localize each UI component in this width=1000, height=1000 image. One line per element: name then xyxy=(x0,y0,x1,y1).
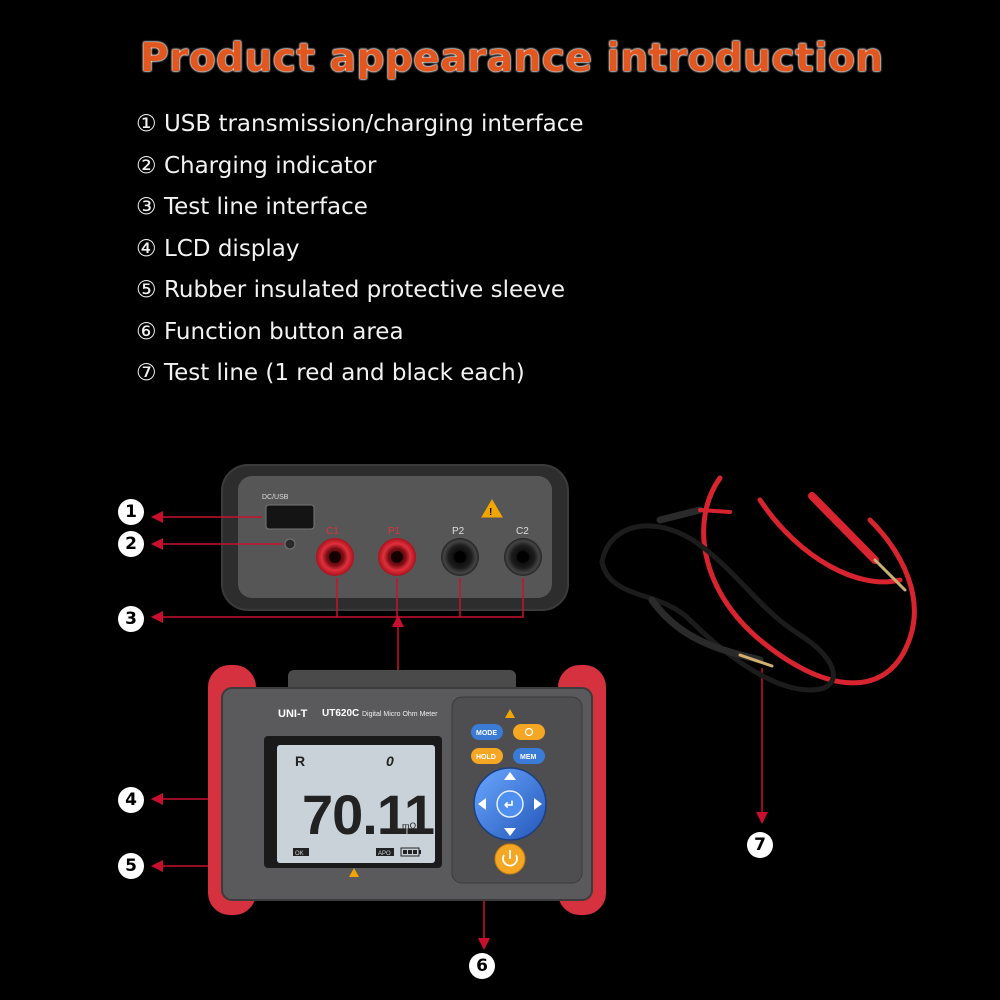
feature-label: Test line (1 red and black each) xyxy=(163,360,525,386)
power-icon xyxy=(502,854,518,867)
model-description: Digital Micro Ohm Meter xyxy=(362,711,438,718)
feature-item-7: ⑦ Test line (1 red and black each) xyxy=(136,355,584,397)
warning-icon xyxy=(505,709,515,718)
feature-marker: ① xyxy=(136,111,157,137)
terminal-label-c2: C2 xyxy=(516,526,529,537)
black-lead xyxy=(599,523,836,693)
terminal-label-p2: P2 xyxy=(452,526,465,537)
mem-button-label: MEM xyxy=(520,754,537,761)
lcd-screen xyxy=(277,745,435,863)
callout-5: 5 xyxy=(118,853,144,879)
lcd-status: OK xyxy=(295,851,304,857)
arrow-down-icon[interactable] xyxy=(504,828,516,836)
charging-led xyxy=(284,538,296,550)
arrow-up-icon[interactable] xyxy=(504,772,516,780)
svg-text:!: ! xyxy=(489,507,492,518)
battery-icon xyxy=(400,847,421,857)
feature-label: Test line interface xyxy=(163,194,368,220)
feature-item-5: ⑤ Rubber insulated protective sleeve xyxy=(136,272,584,314)
warning-icon xyxy=(481,499,503,518)
enter-button[interactable] xyxy=(496,790,524,818)
brand-logo: UNI-T xyxy=(278,708,308,720)
warning-icon xyxy=(349,868,359,877)
feature-item-6: ⑥ Function button area xyxy=(136,314,584,356)
callout-3: 3 xyxy=(118,606,144,632)
feature-label: LCD display xyxy=(163,235,300,262)
feature-label: Rubber insulated protective sleeve xyxy=(163,277,566,303)
usb-label: DC/USB xyxy=(262,494,289,501)
meter-device: UNI-T UT620C Digital Micro Ohm Meter R 0… xyxy=(208,665,606,915)
lcd-apo: APO xyxy=(378,851,391,857)
feature-label: Function button area xyxy=(163,318,404,345)
usb-port xyxy=(265,504,315,530)
mode-button[interactable] xyxy=(471,724,503,740)
page-title: Product appearance introduction xyxy=(140,36,884,81)
feature-item-1: ① USB transmission/charging interface xyxy=(136,106,584,148)
enter-icon: ↵ xyxy=(504,797,515,812)
lcd-index: 0 xyxy=(386,753,394,769)
lcd-mode: R xyxy=(295,753,305,769)
mode-button-label: MODE xyxy=(476,730,497,737)
callout-7: 7 xyxy=(747,832,773,858)
feature-label: Charging indicator xyxy=(163,152,377,179)
feature-marker: ⑤ xyxy=(136,277,157,303)
callout-1: 1 xyxy=(118,499,144,525)
feature-item-4: ④ LCD display xyxy=(136,231,584,273)
terminal-label-p1: P1 xyxy=(388,526,401,537)
feature-marker: ⑦ xyxy=(136,360,157,386)
light-icon xyxy=(524,727,534,737)
feature-list: ① USB transmission/charging interface ② … xyxy=(136,106,584,397)
feature-marker: ④ xyxy=(136,235,157,262)
feature-item-2: ② Charging indicator xyxy=(136,148,584,190)
terminal-label-c1: C1 xyxy=(326,526,339,537)
hold-button-label: HOLD xyxy=(476,754,496,761)
arrow-right-icon[interactable] xyxy=(534,798,542,810)
feature-item-3: ③ Test line interface xyxy=(136,189,584,231)
callout-2: 2 xyxy=(118,531,144,557)
top-panel: DC/USB ! C1 P1 P2 C2 xyxy=(221,464,569,611)
feature-marker: ③ xyxy=(136,194,157,220)
feature-marker: ⑥ xyxy=(136,318,157,345)
feature-label: USB transmission/charging interface xyxy=(163,111,584,137)
model-name: UT620C xyxy=(322,708,359,719)
test-leads xyxy=(599,475,917,693)
mem-button[interactable] xyxy=(513,748,545,764)
hold-button[interactable] xyxy=(471,748,503,764)
feature-marker: ② xyxy=(136,152,157,179)
light-button[interactable] xyxy=(513,724,545,740)
callout-4: 4 xyxy=(118,787,144,813)
arrow-left-icon[interactable] xyxy=(478,798,486,810)
lcd-reading: 70.11 xyxy=(302,783,434,846)
callout-6: 6 xyxy=(469,953,495,979)
lcd-unit: mΩ xyxy=(402,821,416,831)
